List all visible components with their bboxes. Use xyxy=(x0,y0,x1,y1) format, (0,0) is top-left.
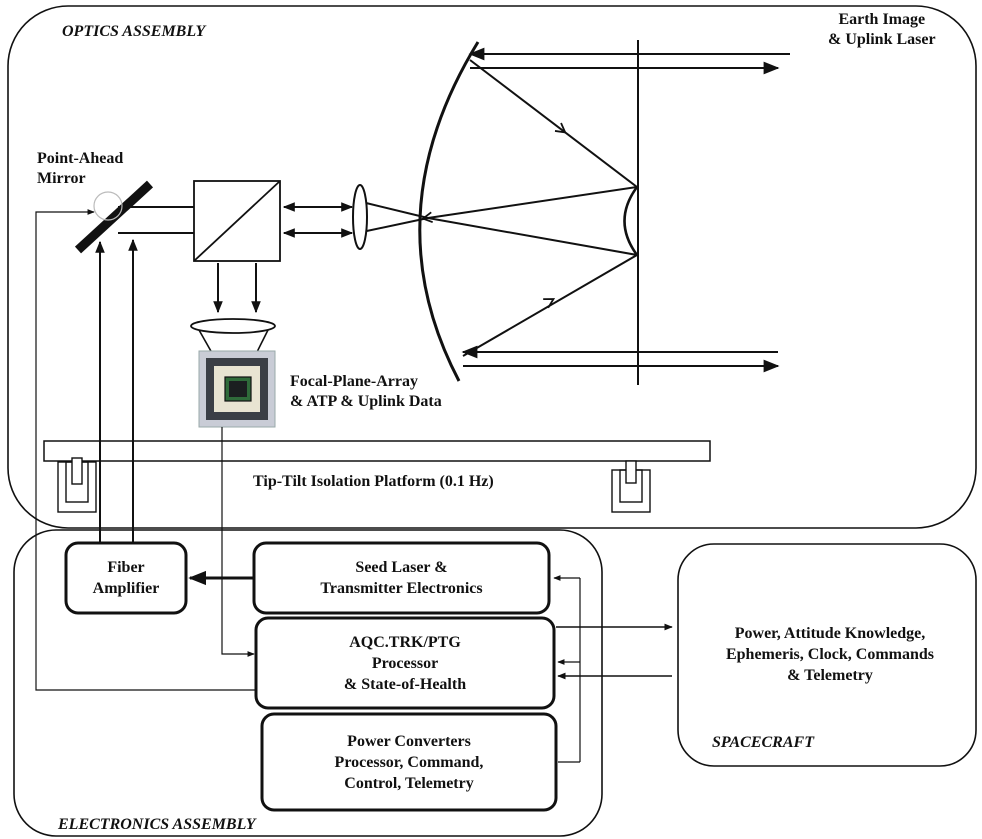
fpa-line-2: & ATP & Uplink Data xyxy=(290,392,442,412)
spacecraft-services-text: Power, Attitude Knowledge, Ephemeris, Cl… xyxy=(690,612,970,696)
point-ahead-line-2: Mirror xyxy=(37,169,123,189)
earth-image-line-1: Earth Image xyxy=(828,10,936,30)
processor-text: AQC.TRK/PTG Processor & State-of-Health xyxy=(256,618,554,708)
spacecraft-line-1: Power, Attitude Knowledge, xyxy=(735,623,926,644)
fpa-line-1: Focal-Plane-Array xyxy=(290,372,442,392)
electronics-assembly-title: ELECTRONICS ASSEMBLY xyxy=(58,815,256,835)
left-isolator xyxy=(58,458,96,512)
focal-plane-array-label: Focal-Plane-Array & ATP & Uplink Data xyxy=(290,372,442,412)
processor-line-3: & State-of-Health xyxy=(344,674,466,695)
processor-line-2: Processor xyxy=(372,653,438,674)
earth-image-label: Earth Image & Uplink Laser xyxy=(828,10,936,50)
earth-image-line-2: & Uplink Laser xyxy=(828,30,936,50)
power-converters-text: Power Converters Processor, Command, Con… xyxy=(262,714,556,810)
fpa-lens xyxy=(191,319,275,333)
seed-laser-text: Seed Laser & Transmitter Electronics xyxy=(254,543,549,613)
tip-tilt-platform xyxy=(44,441,710,461)
seed-laser-line-1: Seed Laser & xyxy=(355,557,447,578)
spacecraft-line-2: Ephemeris, Clock, Commands xyxy=(726,644,934,665)
relay-lens xyxy=(353,185,367,249)
power-converters-line-1: Power Converters xyxy=(347,731,471,752)
optics-assembly-title: OPTICS ASSEMBLY xyxy=(62,22,205,42)
power-converters-line-3: Control, Telemetry xyxy=(344,773,473,794)
right-isolator xyxy=(612,461,650,512)
fiber-amplifier-line-1: Fiber xyxy=(107,557,144,578)
platform-label: Tip-Tilt Isolation Platform (0.1 Hz) xyxy=(253,472,494,492)
fiber-amplifier-text: Fiber Amplifier xyxy=(66,543,186,613)
secondary-mirror xyxy=(625,187,638,255)
processor-line-1: AQC.TRK/PTG xyxy=(349,632,461,653)
spacecraft-title: SPACECRAFT xyxy=(712,733,814,753)
power-converters-line-2: Processor, Command, xyxy=(335,752,484,773)
focal-plane-array-chip xyxy=(199,351,275,427)
seed-laser-line-2: Transmitter Electronics xyxy=(320,578,482,599)
point-ahead-line-1: Point-Ahead xyxy=(37,149,123,169)
spacecraft-line-3: & Telemetry xyxy=(787,665,873,686)
fiber-amplifier-line-2: Amplifier xyxy=(93,578,160,599)
point-ahead-mirror-label: Point-Ahead Mirror xyxy=(37,149,123,189)
